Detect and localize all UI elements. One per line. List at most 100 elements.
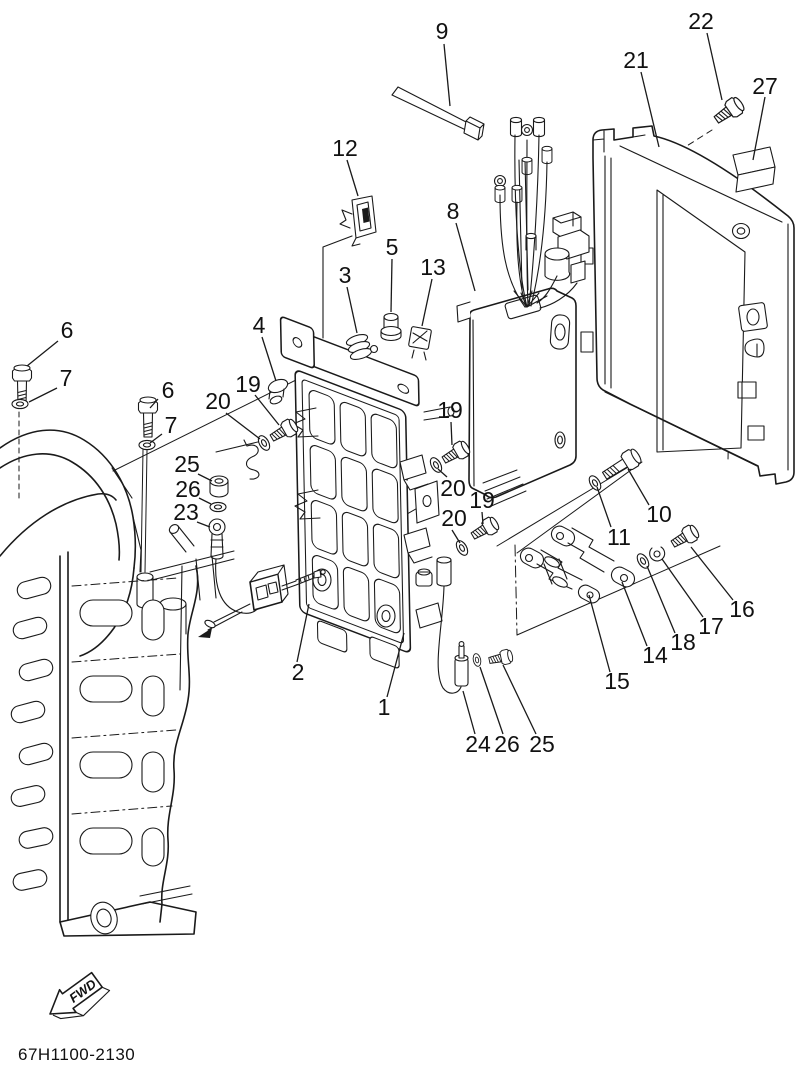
screw-25b: [487, 648, 515, 669]
hardware-parts: [11, 86, 748, 694]
callout-leader-10: [627, 468, 650, 506]
callout-label-25: 25: [174, 451, 200, 477]
washer-26a: [209, 501, 227, 513]
callout-label-2: 2: [292, 659, 305, 685]
callout-label-15: 15: [604, 668, 630, 694]
callout-leader-2: [296, 603, 310, 663]
switch-2: [198, 564, 326, 638]
callout-label-5: 5: [386, 234, 399, 260]
grommet-4: [267, 378, 289, 405]
callout-leader-20: [225, 412, 261, 440]
screw-16: [668, 522, 702, 552]
engine-block: [0, 429, 235, 937]
callout-leader-11: [596, 486, 612, 528]
callout-label-22: 22: [688, 8, 714, 34]
callout-leader-13: [421, 278, 433, 327]
screw-19b: [439, 438, 473, 468]
cdi-unit: [456, 287, 577, 508]
callout-leader-26: [198, 497, 212, 505]
callout-leader-19: [481, 511, 484, 525]
label-plate: [732, 146, 776, 193]
callout-label-7: 7: [165, 412, 178, 438]
callout-label-26: 26: [494, 731, 520, 757]
callout-label-13: 13: [420, 254, 446, 280]
callout-label-10: 10: [646, 501, 672, 527]
callout-leader-4: [261, 336, 277, 382]
mounting-bracket: [279, 316, 455, 669]
bolt-10: [599, 445, 645, 485]
washer-26b: [471, 652, 483, 668]
callout-leader-19: [450, 421, 453, 446]
bracket-14: [550, 525, 636, 588]
callout-label-14: 14: [642, 642, 668, 668]
callout-label-20: 20: [440, 475, 466, 501]
callout-label-20: 20: [205, 388, 231, 414]
callout-label-20: 20: [441, 505, 467, 531]
callout-label-9: 9: [436, 18, 449, 44]
callout-leader-6: [26, 340, 59, 367]
washer-18: [634, 551, 652, 571]
callout-label-6: 6: [61, 317, 74, 343]
wiring-harness: [493, 116, 590, 309]
wire-clip-13: [408, 326, 432, 361]
callout-leader-9: [443, 43, 451, 107]
callout-leader-20: [437, 468, 448, 478]
callout-label-16: 16: [729, 596, 755, 622]
callout-leader-8: [455, 222, 476, 292]
lead-wire-24: [436, 556, 469, 694]
callout-leader-3: [346, 286, 358, 334]
callout-label-26: 26: [175, 476, 201, 502]
callout-leader-17: [661, 558, 704, 618]
callout-label-19: 19: [437, 397, 463, 423]
e-ring-17: [649, 546, 666, 562]
callout-leader-7: [28, 387, 58, 403]
callout-leader-15: [588, 594, 611, 673]
callout-label-25: 25: [529, 731, 555, 757]
callout-leader-25: [502, 664, 537, 735]
washer-7a: [11, 398, 29, 410]
callout-label-21: 21: [623, 47, 649, 73]
callout-label-19: 19: [469, 487, 495, 513]
callout-label-27: 27: [752, 73, 778, 99]
callout-leader-27: [752, 96, 766, 161]
callout-leader-18: [646, 565, 676, 634]
callout-leader-20: [451, 529, 461, 544]
callout-leader-1: [386, 632, 405, 698]
callout-label-7: 7: [60, 365, 73, 391]
callout-leader-23: [196, 521, 211, 528]
callout-leader-7: [149, 433, 163, 444]
callout-leader-6: [149, 398, 159, 409]
callout-label-23: 23: [173, 499, 199, 525]
screw-19c: [468, 514, 502, 544]
callout-label-19: 19: [235, 371, 261, 397]
wire-clip-12: [339, 195, 377, 247]
callout-leader-16: [690, 546, 734, 601]
cover-bracket: [580, 125, 795, 485]
callout-leader-26: [479, 666, 504, 735]
callout-label-6: 6: [162, 377, 175, 403]
callout-label-3: 3: [339, 262, 352, 288]
callout-leader-24: [462, 690, 476, 735]
collar-5: [380, 312, 402, 342]
screw-22: [710, 94, 748, 129]
bracket-15: [519, 547, 601, 604]
callout-leader-5: [390, 258, 393, 313]
callout-leader-14: [621, 581, 648, 647]
washer-20c: [453, 538, 471, 558]
callout-label-12: 12: [332, 135, 358, 161]
fwd-arrow: FWD: [49, 971, 111, 1020]
callout-leader-21: [640, 71, 660, 148]
diagram-code: 67H1100-2130: [18, 1045, 135, 1064]
callout-label-11: 11: [607, 524, 631, 550]
cable-tie: [391, 86, 485, 141]
damper-3: [345, 333, 379, 361]
screw-19a: [267, 416, 301, 446]
callout-leader-22: [706, 32, 723, 101]
callout-leader-19: [254, 394, 280, 426]
callout-label-24: 24: [465, 731, 491, 757]
washer-11: [586, 473, 604, 493]
callout-label-4: 4: [253, 312, 266, 338]
